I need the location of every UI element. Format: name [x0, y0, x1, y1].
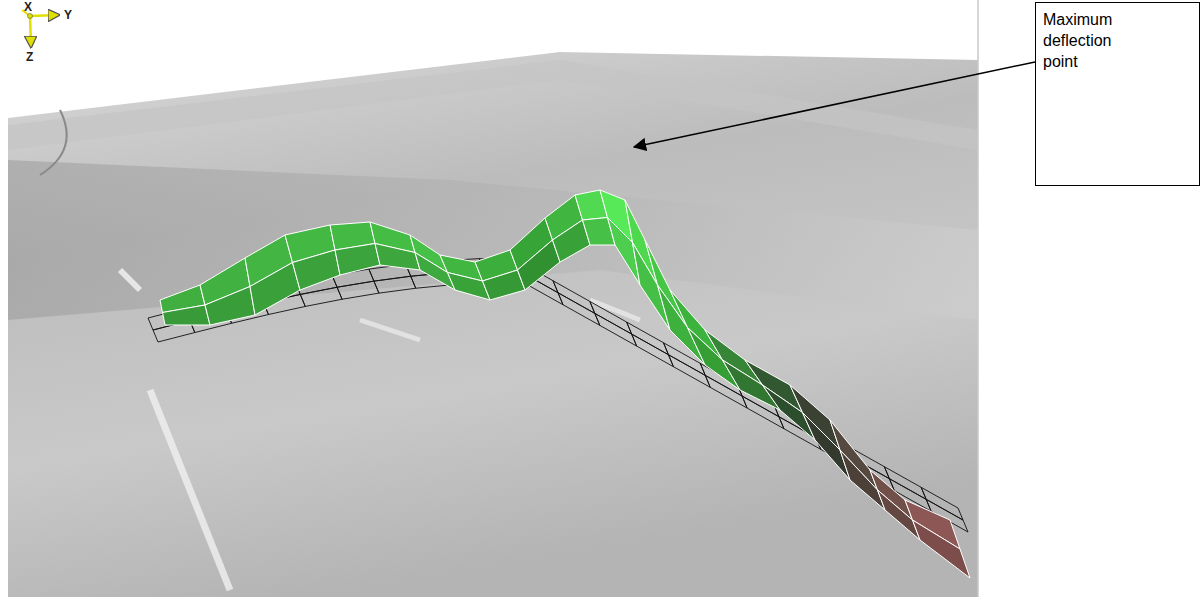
undeformed-element	[374, 276, 416, 293]
plate-highlight	[150, 390, 230, 590]
undeformed-element	[337, 281, 379, 299]
z-axis	[30, 16, 31, 46]
axis-label: Y	[64, 8, 72, 22]
deformed-element	[518, 240, 561, 290]
y-axis	[30, 15, 58, 16]
deformed-element	[913, 520, 971, 578]
undeformed-element	[300, 287, 342, 306]
axis-label: Z	[26, 50, 33, 64]
undeformed-element	[553, 281, 595, 314]
deformed-element	[205, 287, 255, 326]
undeformed-element	[627, 322, 669, 355]
plate-surface	[8, 52, 978, 597]
deformed-element	[483, 270, 526, 300]
plate-highlight	[120, 270, 140, 290]
deformed-element	[163, 305, 211, 325]
deformed-element	[803, 413, 851, 481]
deformed-element	[763, 385, 816, 440]
deformed-element	[688, 328, 741, 391]
axis-triad	[22, 10, 58, 46]
leader-arrow	[634, 62, 1035, 147]
deflection-mesh	[148, 190, 970, 578]
viewport-border	[977, 0, 979, 597]
callout-box: Maximum deflection point	[1035, 2, 1200, 186]
plate-shadow-band	[8, 160, 978, 320]
deformed-element	[335, 244, 380, 276]
deformed-element	[658, 285, 706, 365]
deformed-element	[250, 263, 300, 316]
viewport-ground	[0, 0, 978, 597]
deformed-element	[633, 243, 671, 331]
axis-label: X	[24, 0, 32, 14]
deformed-element	[448, 273, 491, 301]
plate-highlight	[590, 300, 640, 320]
deformed-element	[723, 360, 781, 410]
plate-crease	[40, 110, 67, 175]
deformed-element	[293, 250, 341, 290]
undeformed-element	[590, 301, 632, 334]
deformed-element	[415, 253, 455, 291]
undeformed-element	[595, 313, 637, 346]
plate-highlight	[360, 320, 420, 340]
undeformed-element	[632, 334, 674, 367]
callout-text: Maximum deflection point	[1043, 10, 1139, 72]
undeformed-element	[558, 293, 600, 326]
deformed-element	[878, 490, 921, 540]
deformed-element	[375, 244, 420, 271]
deformed-element	[840, 450, 885, 510]
triad-origin	[28, 14, 33, 19]
